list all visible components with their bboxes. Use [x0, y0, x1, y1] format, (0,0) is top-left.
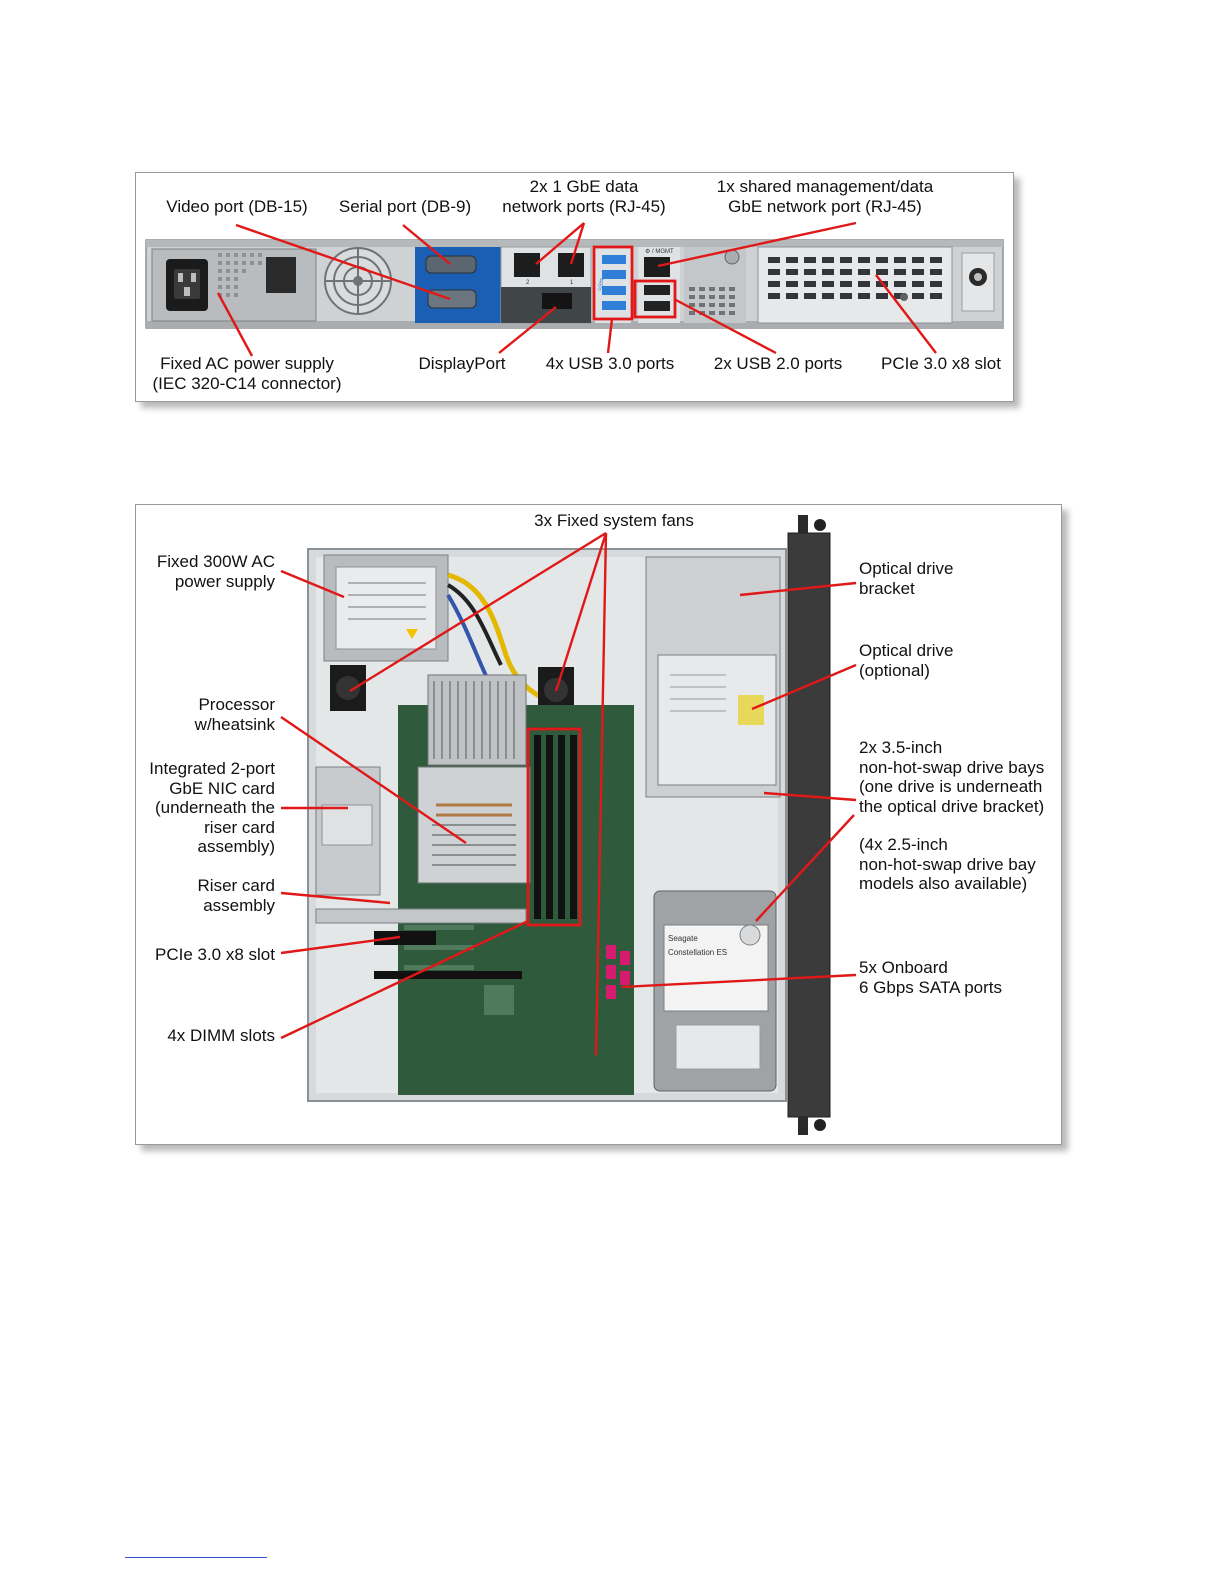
- ac-power-supply-label: Fixed AC power supply (IEC 320-C14 conne…: [152, 354, 342, 393]
- hdd-brand-mark: Seagate: [668, 934, 698, 943]
- sata-port-icon: [620, 971, 630, 985]
- rear-panel-illustration: 2 1 SS⇆ ⚙ / MGMT: [145, 221, 1004, 357]
- port-2-mark: 2: [526, 280, 530, 286]
- video-port-label: Video port (DB-15): [166, 197, 308, 216]
- serial-port-label: Serial port (DB-9): [338, 197, 472, 216]
- riser-card-label: Riser card assembly: [197, 876, 275, 915]
- serial-db9-port-icon: [425, 255, 477, 274]
- usb3-port-icon: [602, 301, 626, 310]
- psu-label: Fixed 300W AC power supply: [156, 552, 275, 591]
- top-callout-arrows: [280, 531, 857, 1056]
- heatsink-upper: [427, 674, 527, 766]
- usb2-ports-label: 2x USB 2.0 ports: [713, 354, 843, 373]
- processor-label: Processor w/heatsink: [194, 695, 275, 734]
- rj45-mgmt-port-icon: [644, 257, 670, 277]
- psu-label-sticker: [335, 566, 437, 650]
- dimm-slot-4-icon: [570, 735, 577, 919]
- dimm-slots-label: 4x DIMM slots: [167, 1026, 275, 1045]
- displayport-label: DisplayPort: [418, 354, 506, 373]
- usb-ss-mark: SS⇆: [598, 278, 605, 291]
- pcie-slot-icon: [374, 931, 436, 945]
- optical-bracket-label: Optical drive bracket: [859, 559, 954, 598]
- pcie-slot-label: PCIe 3.0 x8 slot: [880, 354, 1001, 373]
- usb2-port-icon: [644, 301, 670, 311]
- port-1-mark: 1: [570, 280, 574, 286]
- usb3-port-icon: [602, 270, 626, 279]
- dimm-slot-1-icon: [534, 735, 541, 919]
- sata-ports-label: 5x Onboard 6 Gbps SATA ports: [859, 958, 1002, 997]
- fans-label: 3x Fixed system fans: [534, 511, 694, 530]
- nic-card-icon: [321, 804, 373, 846]
- sata-port-icon: [620, 951, 630, 965]
- usb3-port-icon: [602, 286, 626, 295]
- usb2-port-icon: [644, 285, 670, 295]
- dimm-slot-2-icon: [546, 735, 553, 919]
- shared-management-port-label: 1x shared management/data GbE network po…: [716, 177, 934, 216]
- sata-port-icon: [606, 965, 616, 979]
- mgmt-port-mark: ⚙ / MGMT: [645, 248, 674, 255]
- power-switch-icon: [266, 257, 296, 293]
- rear-callout-arrows: [216, 221, 937, 357]
- usb3-ports-label: 4x USB 3.0 ports: [545, 354, 675, 373]
- sata-port-icon: [606, 985, 616, 999]
- rj45-port-1-icon: [558, 253, 584, 277]
- front-bezel-icon: [787, 532, 831, 1118]
- footnote-rule: [125, 1557, 267, 1558]
- displayport-connector-icon: [542, 293, 572, 309]
- drive-bays-alt-label: (4x 2.5-inch non-hot-swap drive bay mode…: [859, 835, 1036, 893]
- usb3-highlight-box: [592, 245, 634, 321]
- gbe-data-ports-label: 2x 1 GbE data network ports (RJ-45): [502, 177, 666, 216]
- usb3-port-icon: [602, 255, 626, 264]
- sata-port-icon: [606, 945, 616, 959]
- internal-layout-illustration: Seagate Constellation ES: [280, 515, 857, 1135]
- rear-view-figure: 2 1 SS⇆ ⚙ / MGMT: [135, 172, 1014, 402]
- dimm-slot-3-icon: [558, 735, 565, 919]
- top-view-figure: Seagate Constellation ES 3x Fixed s: [135, 504, 1062, 1145]
- drive-bays-label: 2x 3.5-inch non-hot-swap drive bays (one…: [859, 738, 1045, 816]
- dimm-highlight-box: [526, 727, 582, 927]
- hdd-model-mark: Constellation ES: [668, 948, 727, 957]
- pcie-slot-label: PCIe 3.0 x8 slot: [154, 945, 275, 964]
- rj45-port-2-icon: [514, 253, 540, 277]
- optical-drive-label: Optical drive (optional): [859, 641, 954, 680]
- nic-card-label: Integrated 2-port GbE NIC card (undernea…: [149, 759, 275, 856]
